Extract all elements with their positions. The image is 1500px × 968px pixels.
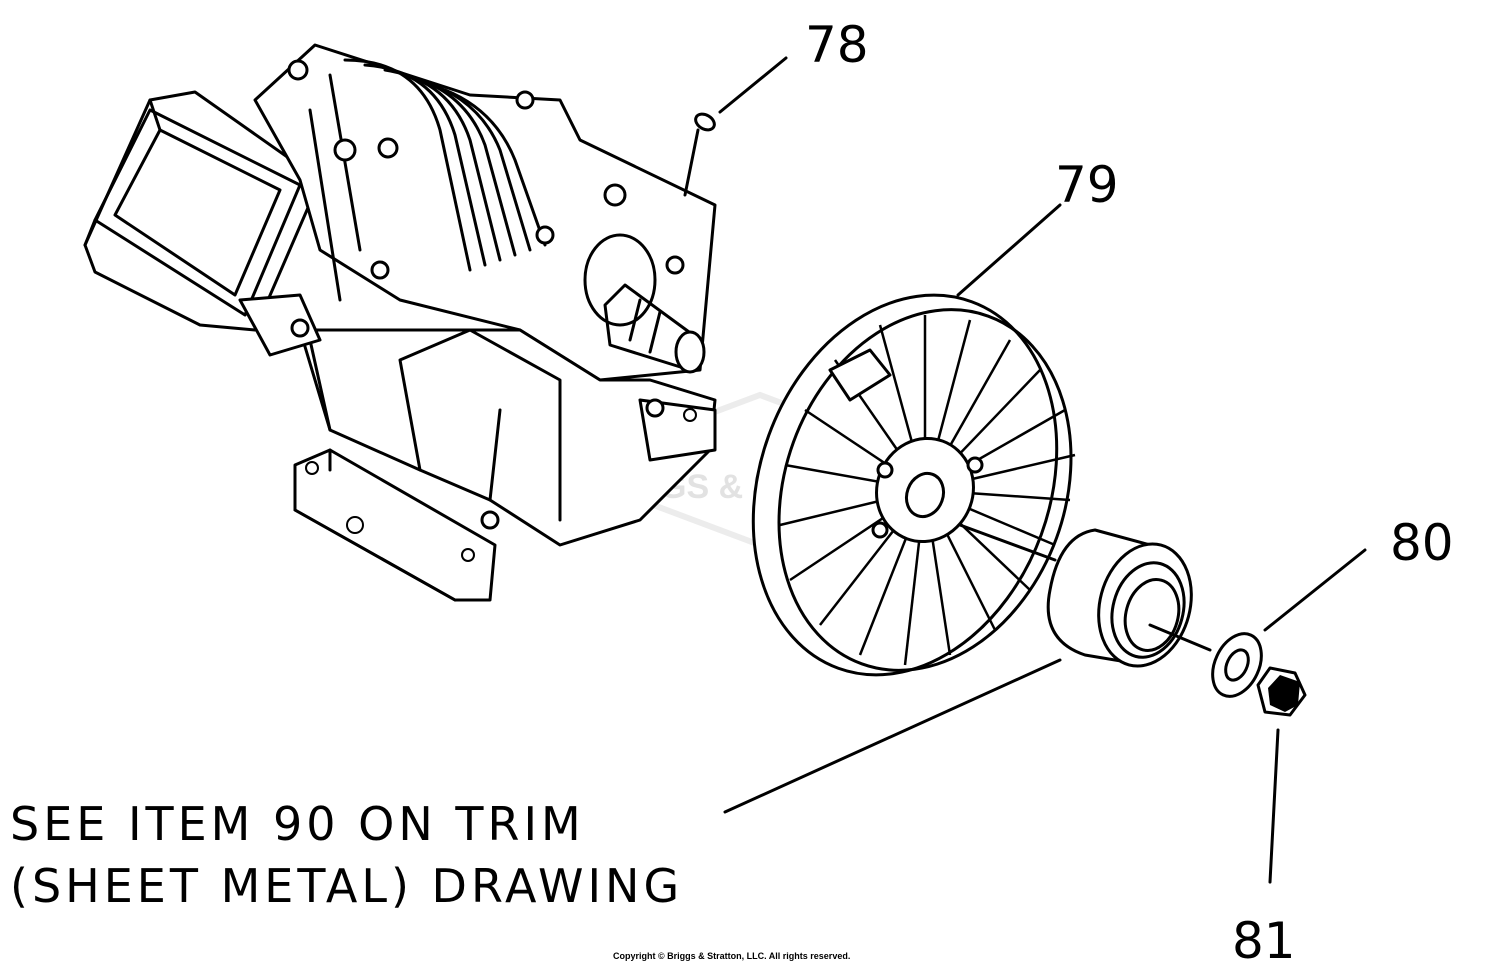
callout-78: 78	[805, 16, 869, 74]
part-81-nut[interactable]: 81	[1232, 666, 1307, 968]
part-80-washer[interactable]: 80	[1203, 514, 1454, 704]
engine-block[interactable]	[83, 43, 717, 602]
reference-note: SEE ITEM 90 ON TRIM (SHEET METAL) DRAWIN…	[10, 797, 683, 913]
note-line-1: SEE ITEM 90 ON TRIM	[10, 797, 585, 851]
callout-81: 81	[1232, 912, 1296, 968]
part-78-flywheel-key[interactable]: 78	[683, 16, 869, 197]
note-line-2: (SHEET METAL) DRAWING	[10, 859, 683, 913]
callout-80: 80	[1390, 514, 1454, 572]
copyright-text: Copyright © Briggs & Stratton, LLC. All …	[613, 951, 850, 961]
starter-cup[interactable]	[723, 523, 1212, 814]
callout-79: 79	[1055, 156, 1119, 214]
part-79-flywheel[interactable]: 79	[702, 156, 1120, 718]
